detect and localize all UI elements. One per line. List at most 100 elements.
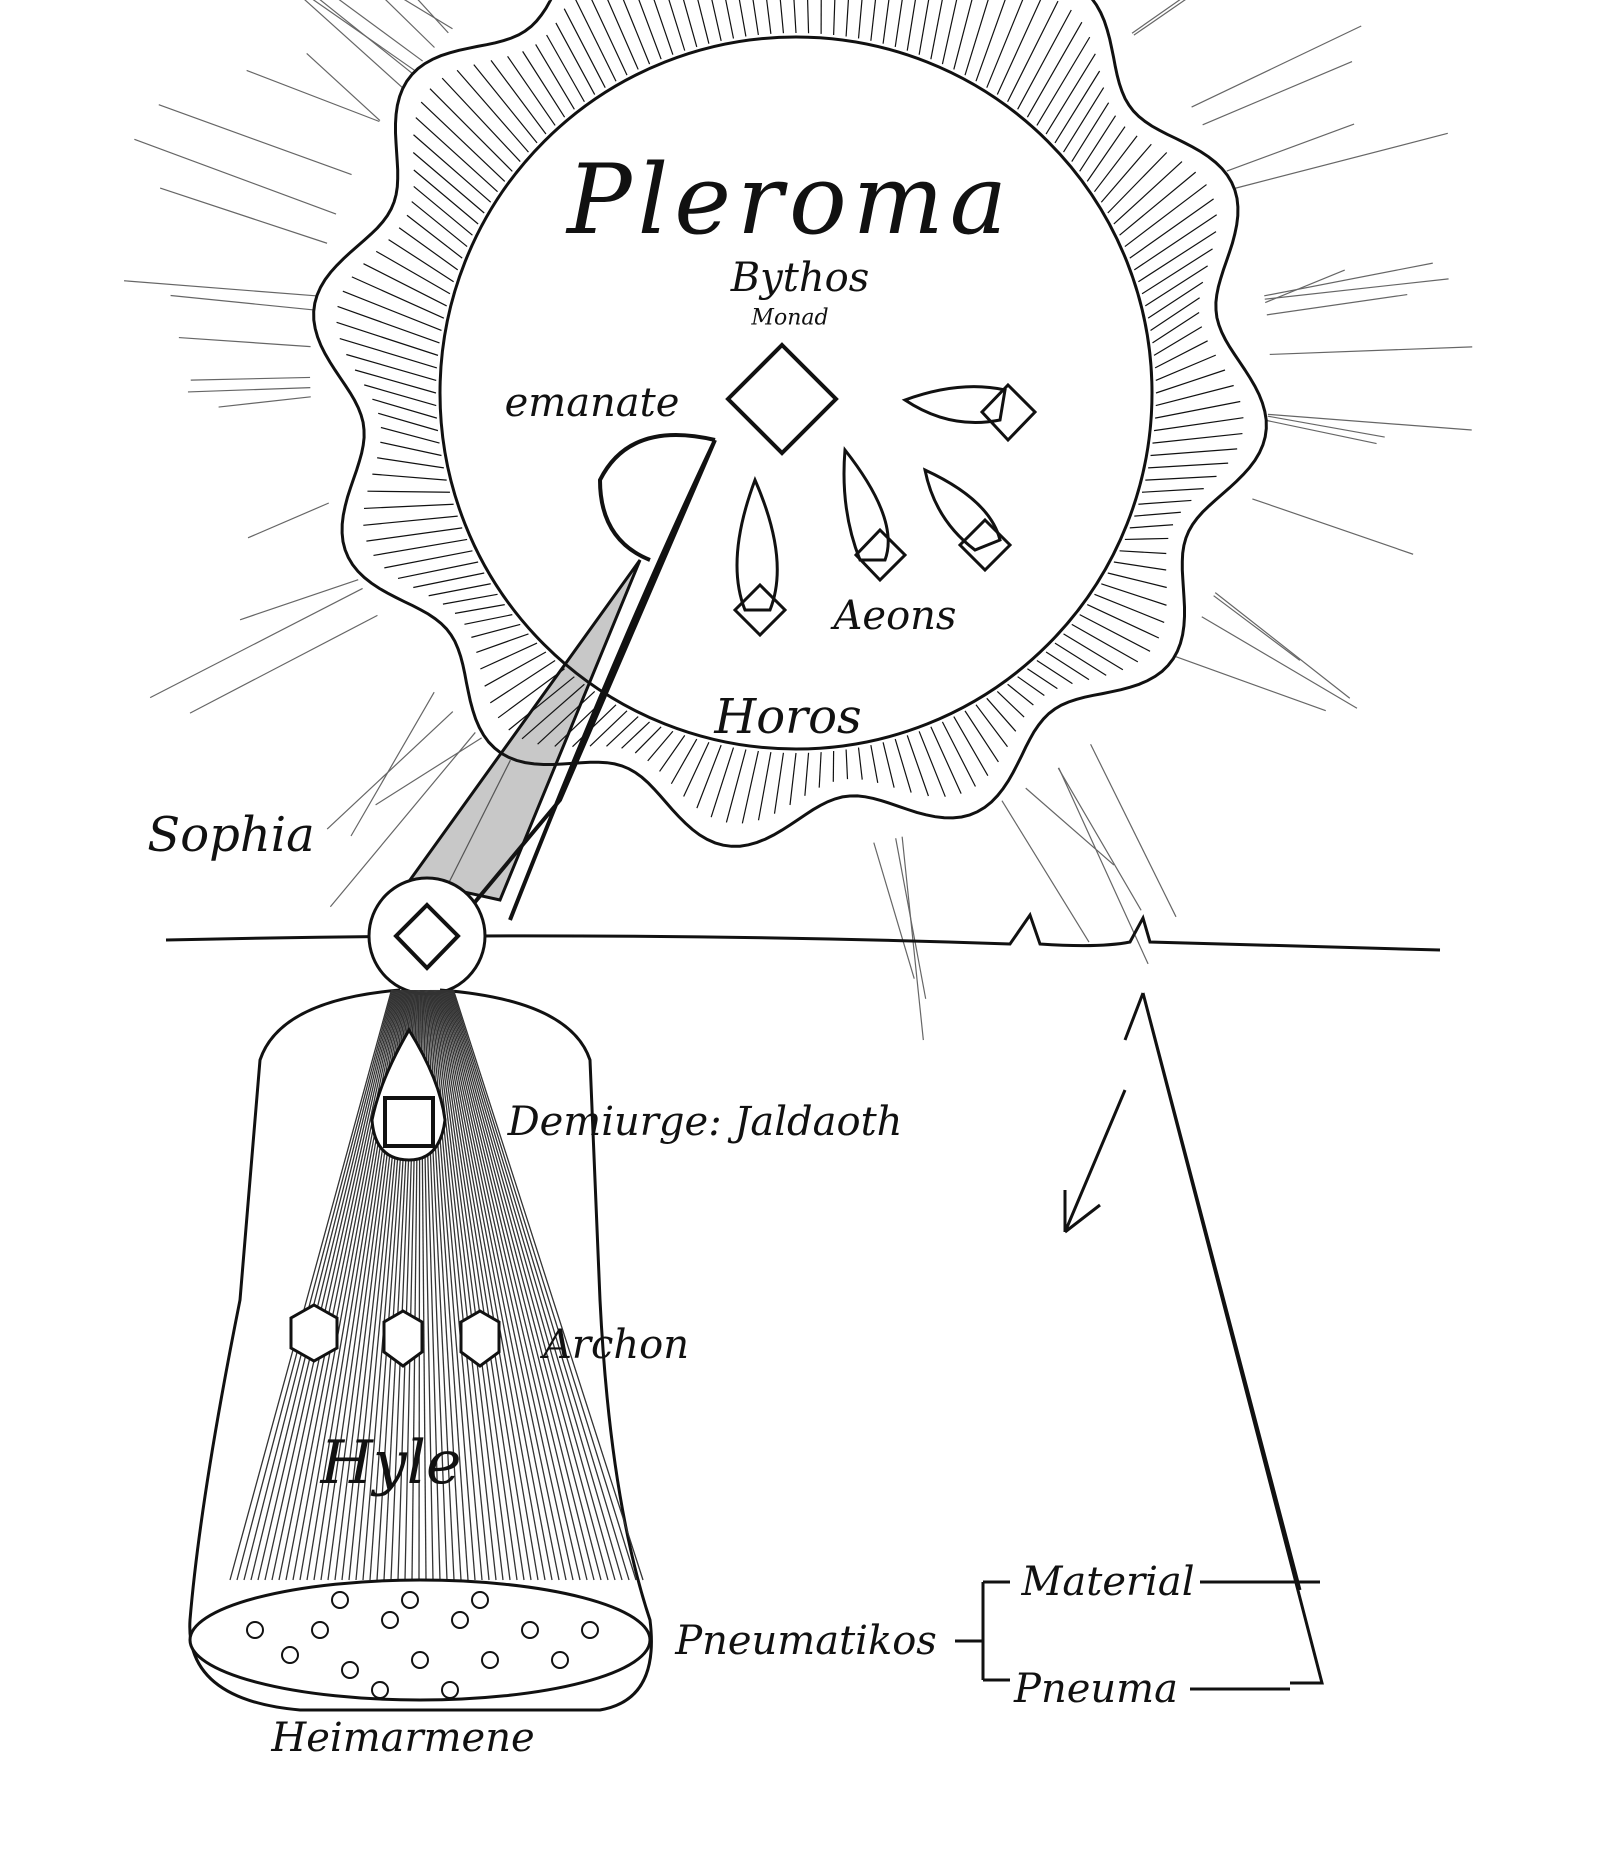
hatch-line bbox=[871, 745, 878, 783]
hatch-line bbox=[1151, 298, 1200, 331]
hatch-line bbox=[761, 0, 771, 34]
hatch-line bbox=[747, 0, 759, 35]
hatch-line bbox=[480, 643, 537, 669]
hatch-line bbox=[447, 990, 601, 1580]
ray bbox=[248, 503, 329, 538]
hatch-line bbox=[1125, 185, 1207, 247]
ray bbox=[345, 0, 448, 33]
ray bbox=[1227, 124, 1354, 171]
hatch-line bbox=[759, 752, 771, 820]
hatch-line bbox=[805, 0, 808, 33]
hatch-line bbox=[443, 594, 498, 604]
ray bbox=[1002, 801, 1089, 942]
hatch-line bbox=[1152, 313, 1199, 343]
hatch-line bbox=[1046, 652, 1089, 680]
hatch-line bbox=[476, 634, 528, 653]
hatch-line bbox=[445, 990, 587, 1580]
hatch-line bbox=[775, 753, 784, 814]
hatch-line bbox=[859, 748, 863, 780]
label-monad: Monad bbox=[751, 306, 828, 331]
label-emanate: emanate bbox=[505, 380, 680, 426]
hatch-line bbox=[1027, 22, 1081, 117]
ray bbox=[124, 281, 316, 296]
hatch-line bbox=[1154, 418, 1243, 431]
hatch-line bbox=[819, 752, 821, 788]
hatch-line bbox=[444, 990, 580, 1580]
hatch-line bbox=[954, 717, 988, 776]
hatch-line bbox=[338, 306, 440, 342]
hatch-line bbox=[976, 705, 1008, 747]
label-material: Material bbox=[1021, 1559, 1194, 1605]
label-pneuma: Pneuma bbox=[1014, 1666, 1178, 1712]
hatch-line bbox=[919, 731, 945, 796]
hatch-line bbox=[340, 339, 437, 368]
hatch-line bbox=[399, 228, 458, 270]
hatch-line bbox=[367, 491, 449, 492]
ray bbox=[1234, 133, 1447, 188]
hatch-line bbox=[1148, 463, 1228, 468]
horizon-line bbox=[166, 915, 1440, 950]
hatch-line bbox=[907, 735, 928, 796]
hatch-line bbox=[846, 749, 847, 779]
hatch-line bbox=[606, 717, 638, 747]
hatch-line bbox=[372, 399, 437, 418]
hatch-line bbox=[547, 35, 585, 102]
hatch-line bbox=[859, 0, 869, 38]
hatch-line bbox=[775, 0, 783, 33]
hatch-line bbox=[346, 355, 436, 381]
ray bbox=[1214, 596, 1300, 661]
hatch-line bbox=[364, 504, 454, 508]
ray bbox=[313, 0, 415, 71]
hatch-line bbox=[485, 652, 546, 686]
hatch-line bbox=[1018, 10, 1072, 109]
hatch-line bbox=[742, 751, 758, 823]
hatch-line bbox=[1155, 401, 1240, 418]
hatch-line bbox=[883, 742, 894, 787]
hatch-line bbox=[1142, 249, 1212, 294]
hatch-line bbox=[1046, 54, 1095, 134]
hatch-line bbox=[1138, 232, 1216, 282]
hatch-line bbox=[366, 528, 462, 541]
hatch-line bbox=[883, 0, 896, 44]
hatch-line bbox=[1148, 282, 1203, 318]
hatch-line bbox=[1094, 136, 1137, 192]
hatch-line bbox=[573, 0, 617, 81]
hatch-line bbox=[364, 385, 436, 406]
hatch-line bbox=[1055, 643, 1106, 675]
hatch-line bbox=[1080, 615, 1150, 652]
hatch-line bbox=[942, 0, 958, 64]
hatch-line bbox=[1018, 677, 1045, 696]
hatch-line bbox=[398, 562, 478, 578]
ray bbox=[171, 296, 314, 310]
hatch-line bbox=[790, 753, 796, 805]
hatch-line bbox=[1134, 215, 1216, 270]
ray bbox=[219, 397, 311, 407]
hatch-line bbox=[523, 51, 565, 117]
hatch-line bbox=[895, 0, 908, 47]
hatch-line bbox=[997, 0, 1042, 95]
hatch-line bbox=[1155, 341, 1208, 368]
ray bbox=[271, 0, 413, 74]
ray bbox=[191, 377, 310, 380]
hatch-line bbox=[372, 474, 446, 480]
hatch-line bbox=[1037, 37, 1090, 125]
ray bbox=[1264, 263, 1433, 296]
ray bbox=[190, 615, 377, 713]
hatch-line bbox=[455, 605, 505, 614]
hatch-line bbox=[1094, 594, 1164, 622]
hatch-line bbox=[669, 0, 697, 47]
hatch-line bbox=[451, 990, 629, 1580]
ray bbox=[327, 712, 453, 829]
hatch-line bbox=[1130, 525, 1173, 528]
ray bbox=[1192, 26, 1362, 107]
hatch-line bbox=[381, 427, 440, 443]
hatch-line bbox=[1138, 500, 1191, 504]
hatch-line bbox=[1055, 71, 1100, 143]
hatch-line bbox=[377, 458, 444, 468]
hatch-line bbox=[1156, 385, 1234, 405]
ray bbox=[874, 843, 914, 979]
heimarmene-base bbox=[190, 1580, 650, 1700]
label-bythos: Bythos bbox=[731, 255, 869, 301]
hatch-line bbox=[622, 722, 650, 748]
